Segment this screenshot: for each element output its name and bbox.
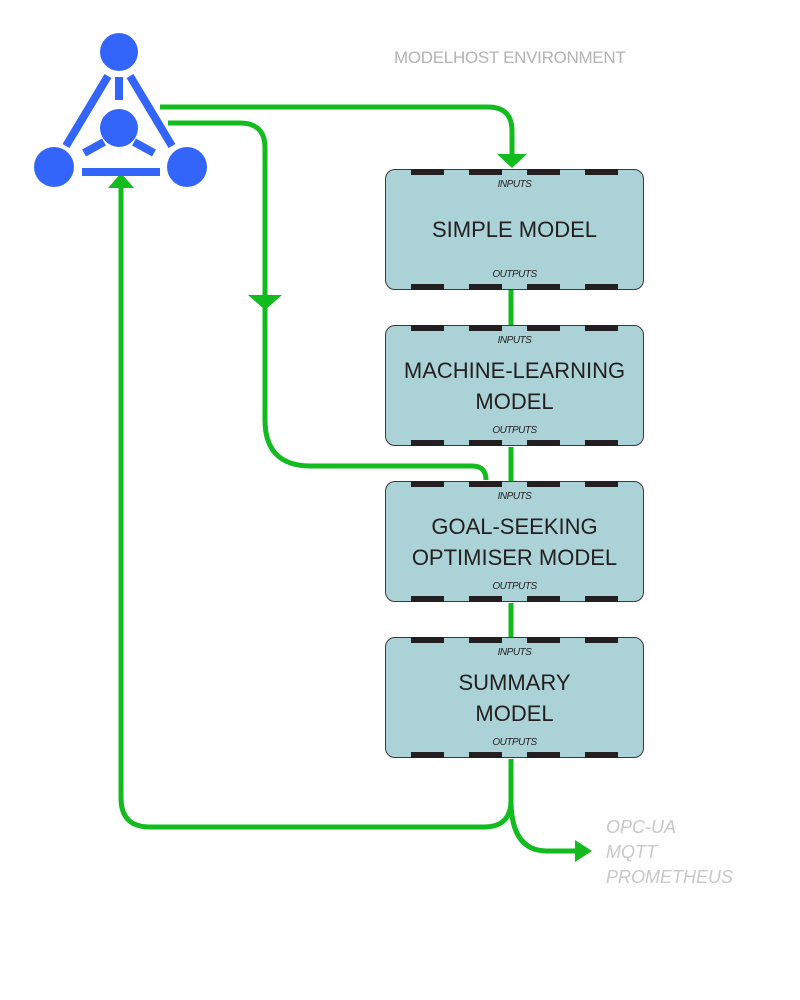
protocol-prometheus: PROMETHEUS [606,867,734,887]
output-port[interactable] [469,440,502,446]
output-port[interactable] [585,284,618,290]
input-port[interactable] [527,637,560,643]
model-name: SUMMARY MODEL [458,669,571,726]
output-port[interactable] [411,596,444,602]
outputs-label: OUTPUTS [492,425,537,436]
output-port[interactable] [527,284,560,290]
output-port[interactable] [469,284,502,290]
output-port[interactable] [585,440,618,446]
hub-node-top [100,33,138,71]
output-port[interactable] [527,752,560,758]
arrow-into-simple-icon [497,154,527,168]
outputs-label: OUTPUTS [492,269,537,280]
inputs-label: INPUTS [497,491,532,502]
outputs-label: OUTPUTS [492,581,537,592]
input-port[interactable] [585,637,618,643]
hub-node-center [100,109,138,147]
outputs-label: OUTPUTS [492,737,537,748]
inputs-label: INPUTS [497,179,532,190]
input-port[interactable] [469,637,502,643]
model-box-goal-seeking-optimiser[interactable]: INPUTS GOAL-SEEKING OPTIMISER MODEL OUTP… [385,481,644,602]
output-port[interactable] [469,752,502,758]
model-box-simple[interactable]: INPUTS SIMPLE MODEL OUTPUTS [385,169,644,290]
input-port[interactable] [469,325,502,331]
input-port[interactable] [411,637,444,643]
output-port[interactable] [585,596,618,602]
model-name: SIMPLE MODEL [431,217,598,242]
inputs-label: INPUTS [497,335,532,346]
protocol-opc-ua: OPC-UA [606,817,677,837]
hub-node-left [34,147,74,187]
inputs-label: INPUTS [497,647,532,658]
output-port[interactable] [527,440,560,446]
summary-to-external-connector [508,799,575,854]
input-port[interactable] [527,169,560,175]
network-hub-icon[interactable] [34,33,207,187]
input-port[interactable] [411,325,444,331]
input-port[interactable] [411,481,444,487]
input-port[interactable] [585,481,618,487]
arrow-up-to-hub-icon [108,173,134,188]
input-port[interactable] [411,169,444,175]
environment-title: MODELHOST ENVIRONMENT [394,48,626,67]
hub-node-right [167,147,207,187]
protocol-mqtt: MQTT [606,842,657,862]
arrow-down-icon [248,295,282,310]
output-port[interactable] [411,284,444,290]
hub-to-simple-connector [160,104,515,158]
input-port[interactable] [527,481,560,487]
model-box-machine-learning[interactable]: INPUTS MACHINE-LEARNING MODEL OUTPUTS [385,325,644,446]
input-port[interactable] [527,325,560,331]
output-port[interactable] [585,752,618,758]
model-name: MACHINE-LEARNING MODEL [403,357,626,414]
arrow-to-external-icon [575,840,592,862]
output-port[interactable] [469,596,502,602]
input-port[interactable] [469,169,502,175]
input-port[interactable] [585,325,618,331]
model-name: GOAL-SEEKING OPTIMISER MODEL [411,513,618,570]
output-port[interactable] [411,440,444,446]
model-box-summary[interactable]: INPUTS SUMMARY MODEL OUTPUTS [385,637,644,758]
output-port[interactable] [411,752,444,758]
output-port[interactable] [527,596,560,602]
input-port[interactable] [585,169,618,175]
input-port[interactable] [469,481,502,487]
hub-to-optimiser-connector [168,120,489,481]
output-protocols-list: OPC-UA MQTT PROMETHEUS [606,815,733,890]
